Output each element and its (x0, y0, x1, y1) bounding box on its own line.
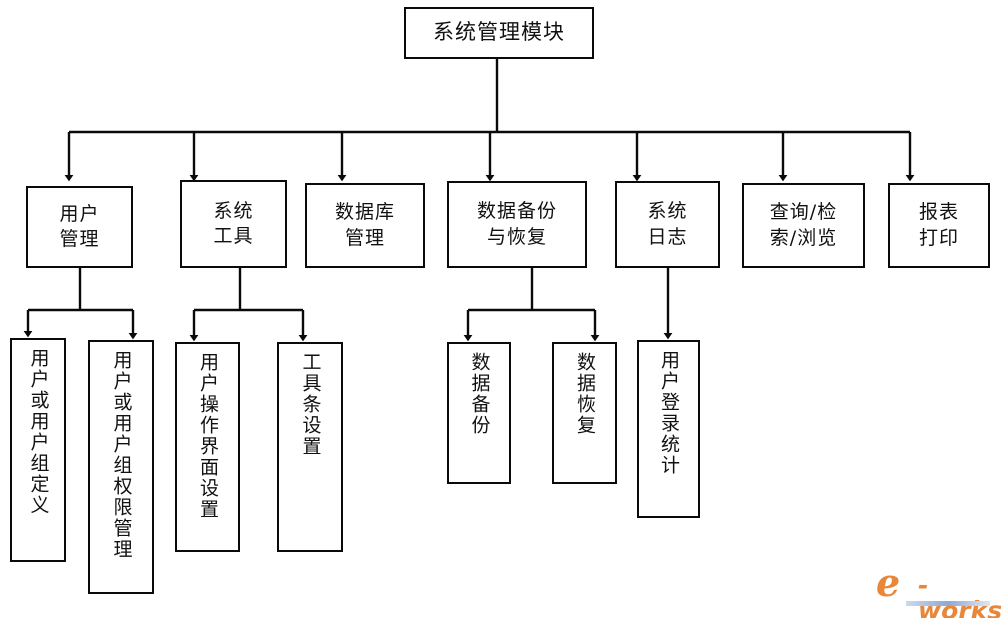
watermark-underline-bar (906, 601, 990, 606)
node-data-recovery[interactable]: 数据恢复 (552, 342, 617, 484)
node-user-or-group-permission[interactable]: 用户或用户组权限管理 (88, 340, 154, 594)
watermark-letter-e: e (876, 560, 901, 605)
node-toolbar-settings[interactable]: 工具条设置 (277, 342, 343, 552)
node-user-login-statistics[interactable]: 用户登录统计 (637, 340, 700, 518)
node-database-management-label: 数据库 管理 (334, 201, 395, 249)
node-system-tools-label: 系统 工具 (213, 199, 254, 247)
node-data-backup[interactable]: 数据备份 (447, 342, 511, 484)
node-user-or-group-permission-label: 用户或用户组权限管理 (110, 350, 133, 560)
node-root-label: 系统管理模块 (433, 20, 565, 45)
node-user-management-label: 用户 管理 (59, 202, 100, 250)
node-query-browse-label: 查询/检 索/浏览 (769, 201, 838, 249)
node-toolbar-settings-label: 工具条设置 (299, 352, 322, 457)
node-user-management[interactable]: 用户 管理 (26, 186, 133, 268)
node-ui-settings-label: 用户操作界面设置 (197, 352, 219, 520)
watermark-word-works: -works (918, 571, 1003, 618)
node-system-log-label: 系统 日志 (647, 200, 688, 248)
node-query-browse[interactable]: 查询/检 索/浏览 (742, 183, 865, 268)
node-data-backup-recovery[interactable]: 数据备份 与恢复 (447, 181, 587, 268)
node-report-print[interactable]: 报表 打印 (888, 183, 990, 268)
node-system-tools[interactable]: 系统 工具 (180, 180, 287, 268)
node-database-management[interactable]: 数据库 管理 (305, 183, 425, 268)
node-user-or-group-definition[interactable]: 用户或用户组定义 (10, 338, 66, 562)
node-root[interactable]: 系统管理模块 (404, 7, 594, 59)
eworks-watermark-logo: e -works (876, 560, 1002, 618)
node-system-log[interactable]: 系统 日志 (615, 181, 720, 268)
node-data-backup-recovery-label: 数据备份 与恢复 (476, 200, 557, 248)
node-report-print-label: 报表 打印 (918, 201, 959, 249)
node-user-or-group-definition-label: 用户或用户组定义 (27, 348, 50, 516)
node-data-backup-label: 数据备份 (468, 352, 491, 436)
node-ui-settings[interactable]: 用户操作界面设置 (175, 342, 240, 552)
node-user-login-statistics-label: 用户登录统计 (658, 350, 680, 476)
node-data-recovery-label: 数据恢复 (574, 352, 596, 436)
